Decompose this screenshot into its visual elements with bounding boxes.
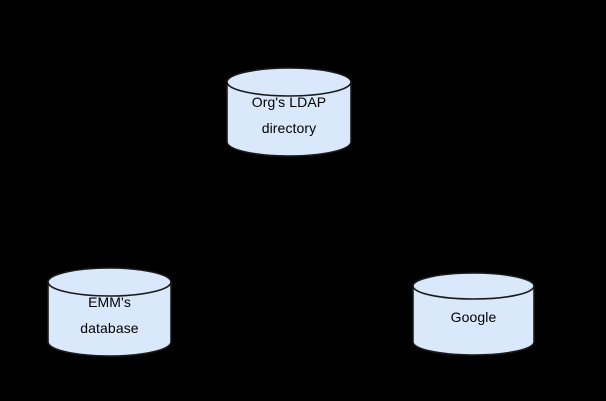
node-ldap-directory[interactable]: Org's LDAP directory xyxy=(226,67,352,157)
node-emm-database[interactable]: EMM's database xyxy=(47,267,172,357)
cylinder-shape-icon xyxy=(47,267,172,357)
cylinder-shape-icon xyxy=(412,272,535,356)
node-google[interactable]: Google xyxy=(412,272,535,356)
cylinder-shape-icon xyxy=(226,67,352,157)
